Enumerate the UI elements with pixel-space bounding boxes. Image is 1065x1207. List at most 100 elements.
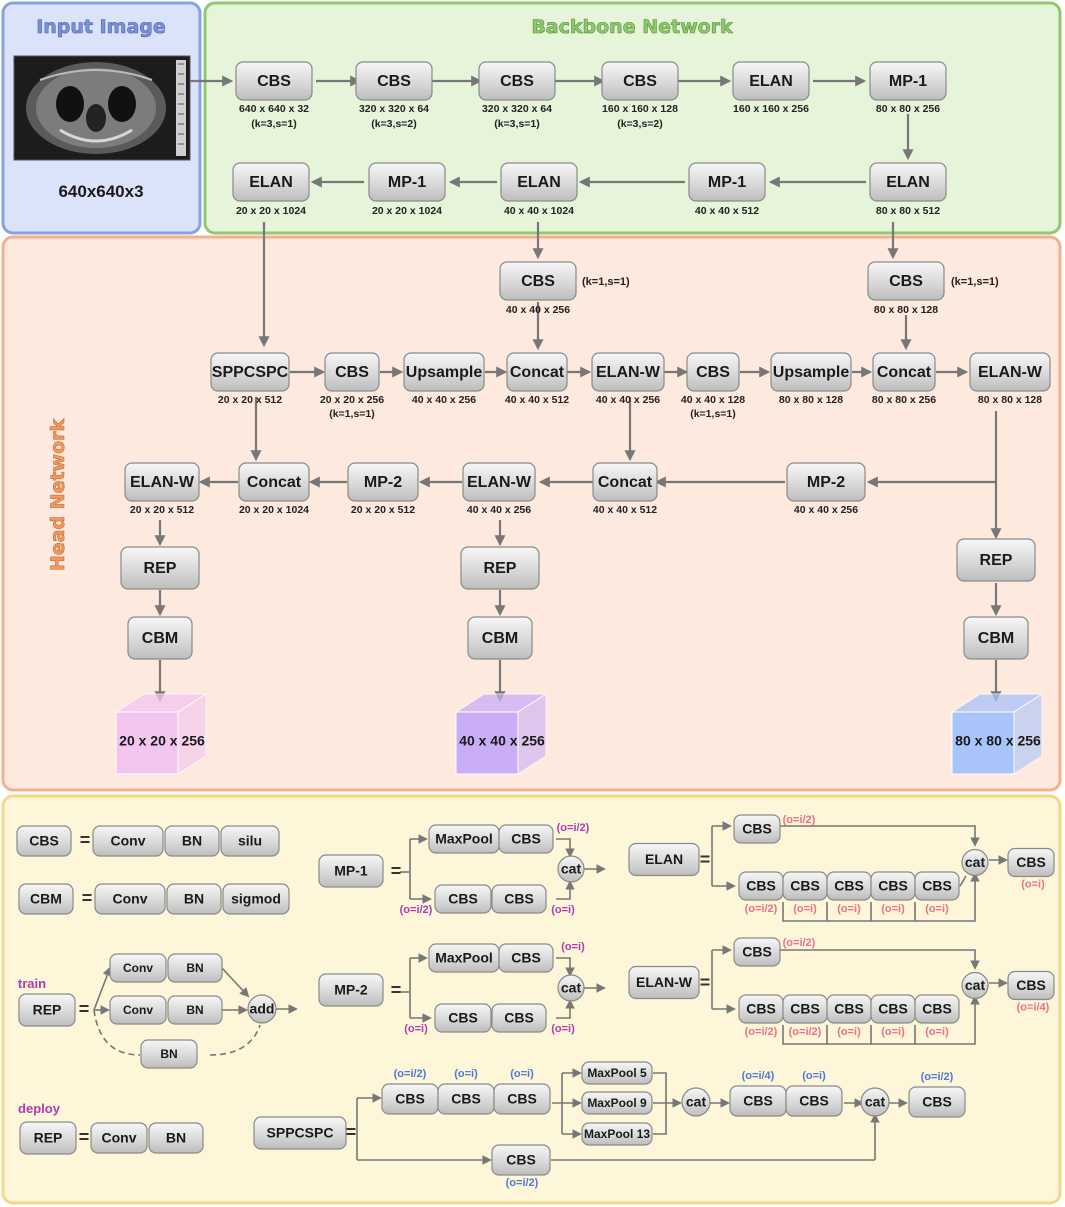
legend-mp2-p-bottom: (o=i)	[551, 1023, 575, 1035]
legend-elanw-cbs-row-4-label: CBS	[922, 1001, 952, 1017]
legend-cbs-part-0-label: Conv	[111, 833, 146, 849]
legend-mp1-cbs-top-label: CBS	[511, 831, 541, 847]
legend-elanw-eq: =	[700, 972, 711, 992]
head-r4-node-1-label: Concat	[247, 474, 302, 491]
legend-spp-cbs-mid-1-label: CBS	[799, 1093, 829, 1109]
backbone-connectors	[190, 75, 914, 188]
legend-mp1-p-top: (o=i/2)	[557, 822, 590, 834]
legend-mp2-name-label: MP-2	[334, 982, 368, 998]
head-cbm-0	[127, 616, 193, 660]
legend-spp-p-first-1: (o=i)	[454, 1068, 478, 1080]
legend-mp2-p-left: (o=i)	[404, 1023, 428, 1035]
head-r3-dim-8: 80 x 80 x 128	[978, 394, 1042, 406]
legend-cbs-part-1	[164, 825, 220, 857]
legend-rep-deploy-conv-label: Conv	[102, 1130, 137, 1146]
backbone-r2-node-2	[500, 162, 578, 202]
legend-spp-cbs-2	[493, 1083, 551, 1115]
output-tensor-cube-2	[950, 693, 1044, 775]
backbone-r1-dim-3: 160 x 160 x 128	[602, 103, 678, 115]
legend-spp-maxpool-0	[581, 1061, 653, 1085]
legend-cbm-part-0-label: Conv	[113, 891, 148, 907]
head-cbm-2-label: CBM	[978, 630, 1014, 647]
backbone-r1-dim-0: 640 x 640 x 32	[239, 103, 309, 115]
head-r4-dim-5: 40 x 40 x 256	[794, 504, 858, 516]
head-rep-2	[956, 538, 1036, 582]
head-r3-node-5-label: CBS	[696, 364, 730, 381]
head-cbm-0-label: CBM	[142, 630, 178, 647]
legend-rep-train-name-label: REP	[33, 1002, 62, 1018]
legend-cbm-eq: =	[82, 888, 93, 908]
legend-spp-cbs-2-label: CBS	[507, 1091, 537, 1107]
backbone-r1-dim-4: 160 x 160 x 256	[733, 103, 809, 115]
legend-elan-cat-label: cat	[965, 854, 986, 870]
legend-mp2-cbs-top-label: CBS	[511, 950, 541, 966]
legend-elanw-cbs-top-label: CBS	[742, 944, 772, 960]
head-r3-node-2	[403, 352, 485, 392]
legend-cbs-part-2	[220, 825, 280, 857]
head-r3-dim-0: 20 x 20 x 512	[218, 394, 282, 406]
backbone-r1-node-3	[601, 61, 679, 101]
legend-rep-deploy-tag: deploy	[18, 1101, 61, 1116]
legend-rep-train-eq: =	[79, 999, 90, 1019]
head-r3-node-3	[506, 352, 568, 392]
legend-spp-cbs-out-label: CBS	[922, 1094, 952, 1110]
backbone-r2-node-2-label: ELAN	[517, 174, 561, 191]
legend-spp-maxpool-0-label: MaxPool 5	[587, 1066, 647, 1080]
legend-elanw-cat-label: cat	[965, 977, 986, 993]
legend-elan-cbs-row-0-label: CBS	[746, 878, 776, 894]
legend-spp-cbs-bottom-label: CBS	[506, 1152, 536, 1168]
legend-elanw-p-row-3: (o=i)	[881, 1026, 905, 1038]
legend-elan-cbs-row-3-label: CBS	[878, 878, 908, 894]
backbone-r1-dim-5: 80 x 80 x 256	[876, 103, 940, 115]
legend-spp-cat-1	[681, 1087, 711, 1117]
output-tensor-cube-1	[454, 693, 548, 775]
legend-elan-p-row-1: (o=i)	[793, 903, 817, 915]
legend-mp1-cbs-b2	[491, 884, 547, 914]
head-r4-node-4	[592, 462, 658, 502]
head-cbm-1-label: CBM	[482, 630, 518, 647]
legend-spp-p-bottom: (o=i/2)	[506, 1177, 539, 1189]
backbone-r1-node-0-label: CBS	[257, 73, 291, 90]
head-r4-node-5	[786, 462, 866, 502]
head-cbs-right-dim: 80 x 80 x 128	[874, 304, 938, 316]
legend-spp-cat-2	[860, 1087, 890, 1117]
head-r4-node-2-label: MP-2	[364, 474, 402, 491]
legend-mp1-eq: =	[391, 861, 402, 881]
legend-elanw-cbs-row-1-label: CBS	[790, 1001, 820, 1017]
head-r4-node-0-label: ELAN-W	[130, 474, 195, 491]
legend-cbs-part-2-label: silu	[238, 833, 262, 849]
backbone-r1-node-3-label: CBS	[623, 73, 657, 90]
legend-elan-cbs-row-4-label: CBS	[922, 878, 952, 894]
head-cbs-right	[867, 261, 945, 301]
legend-spp-maxpool-1-label: MaxPool 9	[587, 1096, 647, 1110]
legend-elanw-name	[628, 965, 700, 1000]
legend-mp2-cbs-b1-label: CBS	[448, 1010, 478, 1026]
legend-cbs-name	[16, 825, 72, 857]
legend-rep-train-tag: train	[18, 976, 46, 991]
backbone-r2-node-4-label: ELAN	[886, 174, 930, 191]
backbone-r1-node-2-label: CBS	[500, 73, 534, 90]
backbone-r2-dim-1: 20 x 20 x 1024	[372, 205, 442, 217]
output-tensor-cube-0	[114, 693, 208, 775]
head-cbs-mid-note: (k=1,s=1)	[582, 276, 630, 288]
legend-spp-p-first-0: (o=i/2)	[394, 1068, 427, 1080]
legend-rep-bn1	[167, 953, 223, 983]
legend-rep-conv2-label: Conv	[123, 1003, 153, 1017]
legend-mp2-cbs-b2-label: CBS	[504, 1010, 534, 1026]
legend-spp-cbs-mid-1	[785, 1085, 843, 1117]
legend-cbs-part-1-label: BN	[182, 833, 202, 849]
head-cbm-1	[467, 616, 533, 660]
legend-elanw-cbs-out-label: CBS	[1016, 977, 1046, 993]
legend-mp1-name-label: MP-1	[334, 863, 368, 879]
legend-elanw-p-row-0: (o=i/2)	[745, 1026, 778, 1038]
legend-mp1-maxpool-label: MaxPool	[435, 831, 493, 847]
legend-mp1-cat-label: cat	[561, 861, 582, 877]
legend-rep-deploy-eq: =	[79, 1127, 90, 1147]
legend-spp-cbs-bottom	[491, 1144, 551, 1176]
legend-elanw-cbs-top	[733, 937, 781, 967]
backbone-r2-node-3-label: MP-1	[708, 174, 746, 191]
legend-cbm-name-label: CBM	[30, 891, 62, 907]
legend-rep-deploy-name-label: REP	[34, 1130, 63, 1146]
head-r4-node-5-label: MP-2	[807, 474, 845, 491]
